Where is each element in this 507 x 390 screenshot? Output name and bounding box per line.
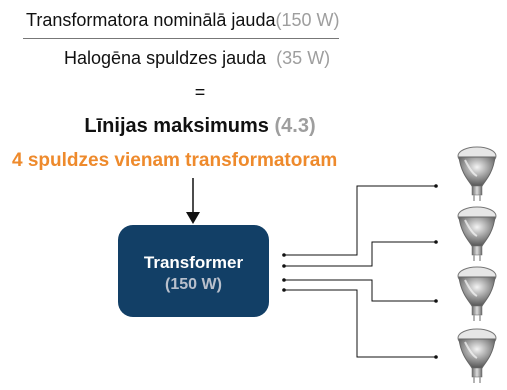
input-arrow-head: [186, 212, 200, 224]
formula-denominator: Halogēna spuldzes jauda (35 W): [64, 47, 330, 69]
wire-3: [284, 279, 436, 302]
terminal-dot: [282, 278, 286, 282]
fraction-bar: [23, 38, 339, 39]
result-value: (4.3): [274, 115, 316, 137]
wire-4: [284, 289, 436, 358]
halogen-lamp-icon: [457, 146, 497, 202]
terminal-dot: [282, 264, 286, 268]
halogen-lamp-icon: [457, 206, 497, 262]
output-wires: [284, 185, 436, 358]
formula-numerator: Transformatora nominālā jauda(150 W): [26, 9, 339, 31]
terminal-dot: [434, 355, 438, 359]
terminal-dot: [282, 253, 286, 257]
wire-2: [284, 241, 436, 267]
numerator-label: Transformatora nominālā jauda: [26, 10, 276, 30]
terminal-dot: [434, 299, 438, 303]
formula-result: Līnijas maksimums (4.3): [0, 115, 400, 137]
halogen-lamp-icon: [457, 266, 497, 322]
terminal-dot: [434, 184, 438, 188]
terminal-dot: [434, 240, 438, 244]
transformer-box: Transformer (150 W): [118, 225, 269, 317]
result-label: Līnijas maksimums: [84, 115, 269, 137]
denominator-label: Halogēna spuldzes jauda: [64, 48, 267, 68]
equals-sign: =: [194, 82, 206, 102]
denominator-value: (35 W): [276, 48, 331, 68]
wire-1: [284, 185, 436, 256]
terminal-dot: [282, 288, 286, 292]
terminal-dots: [282, 184, 438, 359]
numerator-value: (150 W): [275, 10, 340, 30]
transformer-shape: [118, 225, 269, 317]
caption: 4 spuldzes vienam transformatoram: [12, 150, 338, 171]
transformer-rating: (150 W): [165, 276, 222, 293]
halogen-lamp-icon: [457, 328, 497, 384]
transformer-title: Transformer: [143, 253, 244, 272]
